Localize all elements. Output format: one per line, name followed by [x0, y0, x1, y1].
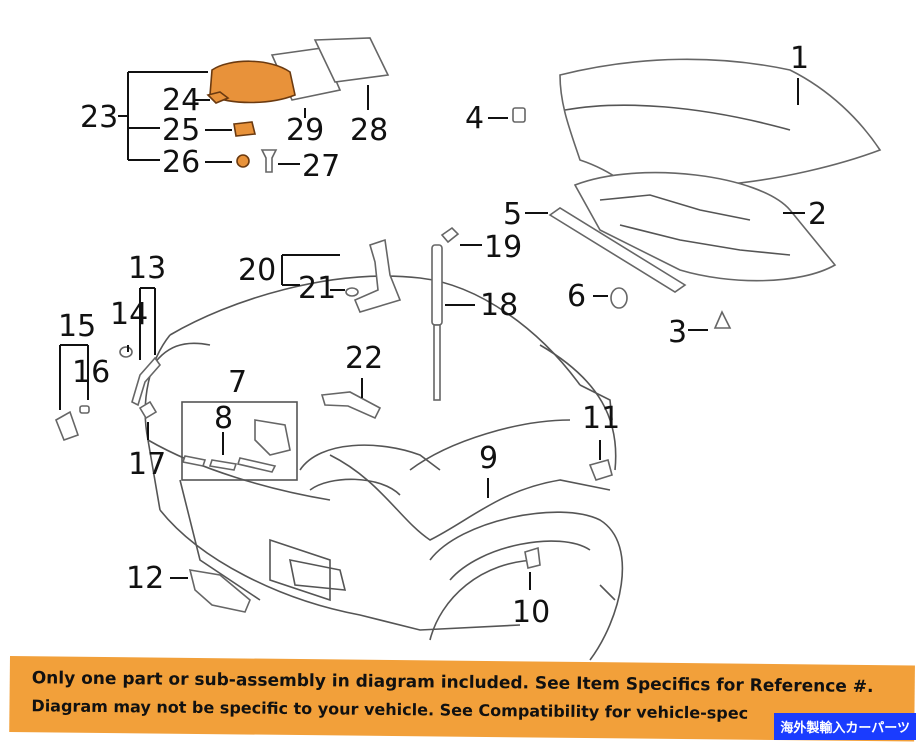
callout-19: 19 — [484, 230, 522, 265]
callout-11: 11 — [582, 401, 620, 436]
callout-25: 25 — [162, 113, 200, 148]
callout-12: 12 — [126, 561, 164, 596]
callout-16: 16 — [72, 355, 110, 390]
release-lever-11 — [588, 459, 613, 481]
part-28 — [313, 37, 390, 83]
callout-4: 4 — [465, 101, 484, 136]
bolt-27 — [260, 149, 278, 173]
clip-14 — [119, 346, 133, 358]
callout-2: 2 — [808, 197, 827, 232]
leader-lines — [59, 71, 805, 590]
bracket-15 — [54, 410, 80, 442]
washer-21 — [345, 287, 359, 297]
lock-support-12 — [188, 569, 251, 613]
callout-17: 17 — [128, 447, 166, 482]
vehicle-outline — [144, 275, 624, 661]
callout-9: 9 — [479, 441, 498, 476]
callout-24: 24 — [162, 83, 200, 118]
callout-18: 18 — [480, 288, 518, 323]
callout-10: 10 — [512, 595, 550, 630]
bracket-13 — [131, 356, 162, 407]
seller-badge: 海外製輸入カーパーツ — [774, 713, 916, 740]
disclaimer-line-2: Diagram may not be specific to your vehi… — [31, 696, 749, 723]
callout-5: 5 — [503, 197, 522, 232]
release-cable — [329, 454, 611, 541]
bracket-17 — [138, 400, 158, 420]
callout-29: 29 — [286, 113, 324, 148]
callout-8: 8 — [214, 401, 233, 436]
callout-7: 7 — [228, 365, 247, 400]
callout-28: 28 — [350, 113, 388, 148]
highlighted-assembly — [206, 60, 296, 168]
callout-3: 3 — [668, 315, 687, 350]
clip-4 — [512, 107, 526, 123]
hood-insulator — [573, 171, 837, 282]
disclaimer-line-1: Only one part or sub-assembly in diagram… — [31, 668, 874, 698]
hood-weatherstrip — [548, 207, 687, 293]
bumper-3 — [713, 310, 732, 329]
callout-21: 21 — [298, 271, 336, 306]
callout-27: 27 — [302, 149, 340, 184]
callout-labels: 1 2 3 4 5 6 7 8 9 10 11 12 13 14 15 16 1… — [58, 41, 827, 630]
clamp-10 — [524, 546, 541, 569]
ball-stud-19 — [440, 226, 460, 244]
hood-hinge — [353, 238, 402, 313]
hood-strut — [431, 244, 443, 401]
callout-23: 23 — [80, 100, 118, 135]
callout-13: 13 — [128, 251, 166, 286]
clip-16 — [79, 405, 90, 414]
callout-6: 6 — [567, 279, 586, 314]
prop-rod-22 — [320, 391, 382, 420]
callout-15: 15 — [58, 309, 96, 344]
grommet-6 — [610, 287, 628, 309]
callout-22: 22 — [345, 341, 383, 376]
callout-20: 20 — [238, 253, 276, 288]
callout-26: 26 — [162, 145, 200, 180]
callout-1: 1 — [790, 41, 809, 76]
hood-lock-group — [181, 401, 298, 481]
callout-14: 14 — [110, 297, 148, 332]
